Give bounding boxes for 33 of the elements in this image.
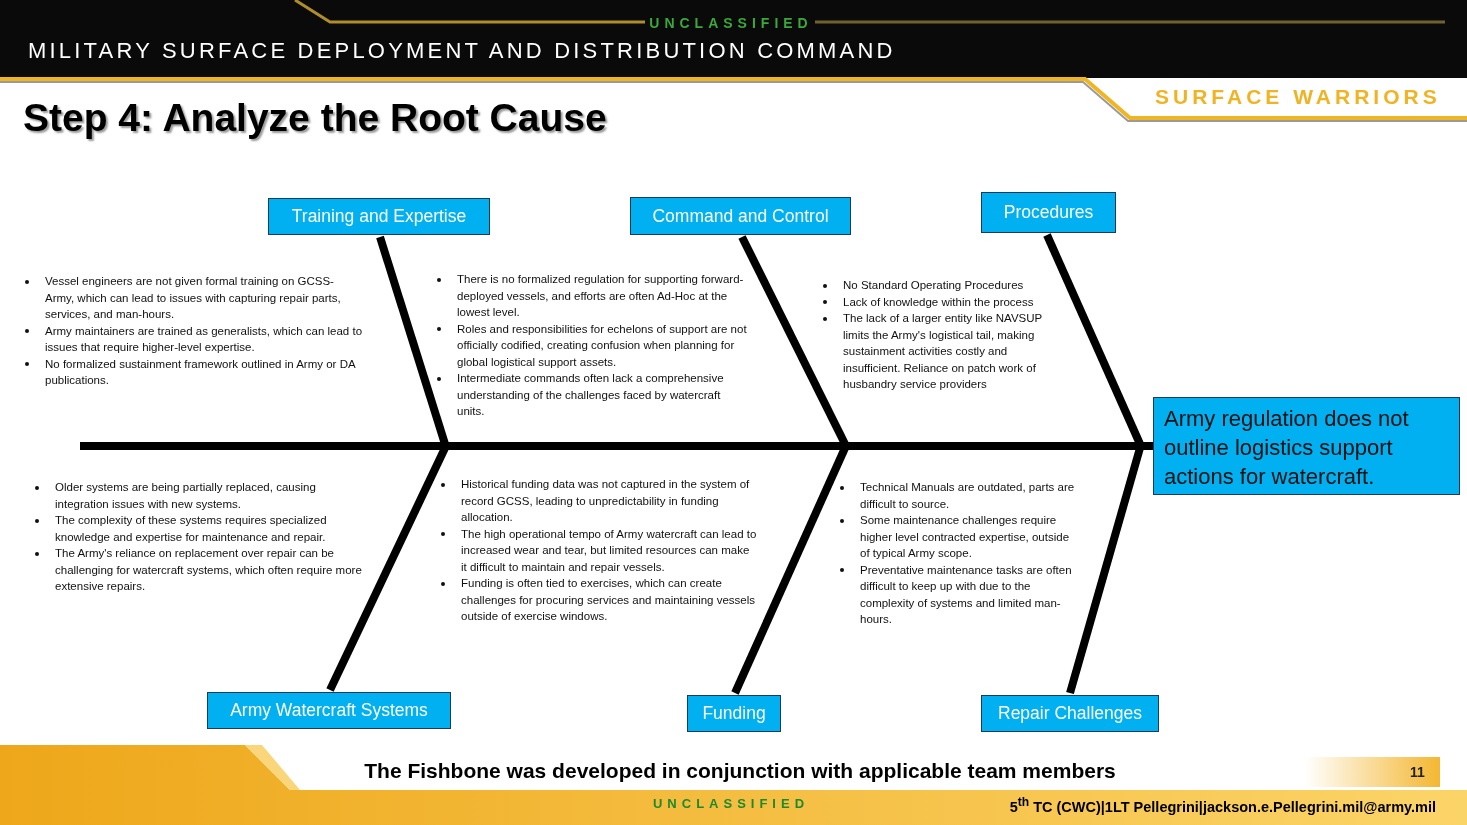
page-number: 11 xyxy=(1410,764,1425,781)
bullet-point: No formalized sustainment framework outlined in Army or DA publications. xyxy=(23,355,363,389)
bullet-point: No Standard Operating Procedures xyxy=(821,277,1061,294)
bullet-point: Older systems are being partially replaced, causing integration issues with new systems. xyxy=(33,479,368,512)
bullet-point: Roles and responsibilities for echelons of support are not officially codified, creating confusion when planning for global logistical support assets. xyxy=(435,320,750,370)
caption-text: The Fishbone was developed in conjunction with applicable team members xyxy=(364,759,1116,784)
bullet-point: Funding is often tied to exercises, which can create challenges for procuring services and maintaining vessels outside of exercise windows. xyxy=(439,575,757,625)
effect-box: Army regulation does not outline logistics support actions for watercraft. xyxy=(1153,397,1460,495)
bullet-point: The high operational tempo of Army watercraft can lead to increased wear and tear, but limited resources can make it difficult to maintain and repair vessels. xyxy=(439,525,757,575)
bullet-point: There is no formalized regulation for supporting forward-deployed vessels, and efforts are often Ad-Hoc at the lowest level. xyxy=(435,271,750,321)
category-box: Repair Challenges xyxy=(981,695,1159,732)
category-box: Procedures xyxy=(981,192,1116,233)
classification-marking: UNCLASSIFIED xyxy=(649,15,813,32)
bullet-point: The Army's reliance on replacement over repair can be challenging for watercraft systems, which often require more extensive repairs. xyxy=(33,545,368,595)
bullet-point: Vessel engineers are not given formal training on GCSS-Army, which can lead to issues with capturing repair parts, services, and man-hours. xyxy=(23,273,363,323)
bullet-point: Historical funding data was not captured in the system of record GCSS, leading to unpredictability in funding allocation. xyxy=(439,476,757,526)
category-box: Funding xyxy=(687,695,781,732)
motto-text: SURFACE WARRIORS xyxy=(1155,85,1441,110)
category-box: Command and Control xyxy=(630,197,851,235)
bullet-point: Preventative maintenance tasks are often difficult to keep up with due to the complexity of systems and limited man-hours. xyxy=(838,561,1076,628)
category-box: Training and Expertise xyxy=(268,198,490,235)
category-box: Army Watercraft Systems xyxy=(207,692,451,729)
bullet-point: Technical Manuals are outdated, parts are difficult to source. xyxy=(838,479,1076,512)
bullet-point: Lack of knowledge within the process xyxy=(821,293,1061,310)
slide-title: Step 4: Analyze the Root Cause xyxy=(23,96,607,141)
footer-text: 5$^{th}$ TC (CWC)|1LT Pellegrini|jackson.e.Pellegrini.mil@army.mil xyxy=(1009,796,1436,816)
header-text: MILITARY SURFACE DEPLOYMENT AND DISTRIBUTION COMMAND xyxy=(28,38,896,64)
bullet-point: Army maintainers are trained as generalists, which can lead to issues that require higher-level expertise. xyxy=(23,322,363,356)
bullet-point: Intermediate commands often lack a comprehensive understanding of the challenges faced by watercraft units. xyxy=(435,370,750,420)
bullet-point: The complexity of these systems requires specialized knowledge and expertise for maintenance and repair. xyxy=(33,512,368,545)
classification-marking: UNCLASSIFIED xyxy=(652,797,810,812)
bullet-point: Some maintenance challenges require higher level contracted expertise, outside of typical Army scope. xyxy=(838,512,1076,562)
bullet-point: The lack of a larger entity like NAVSUP limits the Army's logistical tail, making sustainment activities costly and insufficient. Reliance on patch work of husbandry service providers xyxy=(821,310,1061,393)
